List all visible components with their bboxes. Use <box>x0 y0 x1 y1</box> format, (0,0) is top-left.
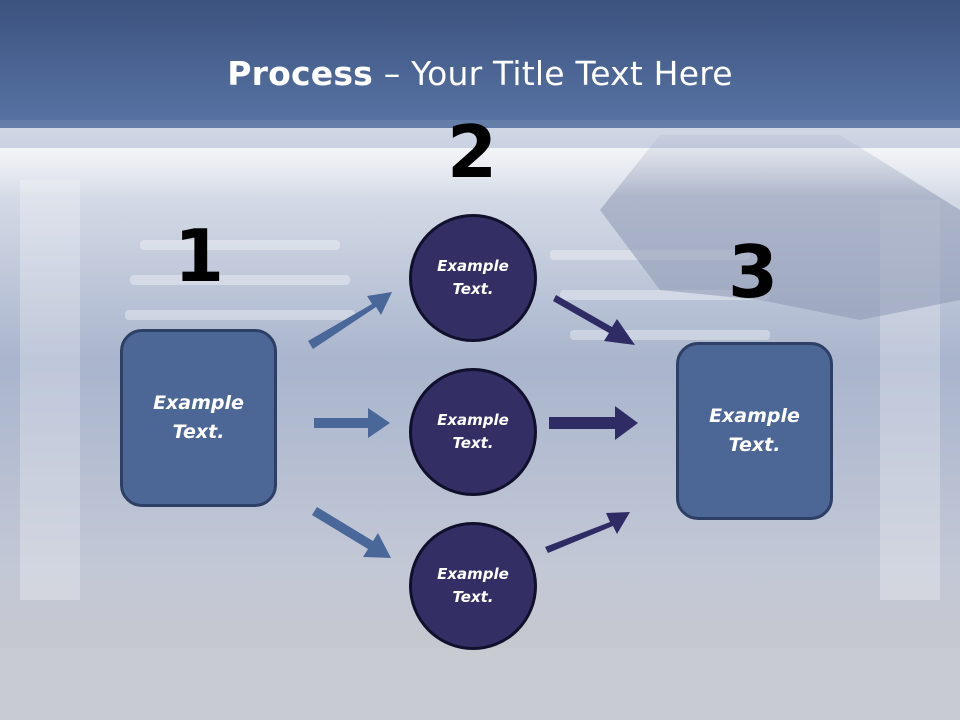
title-rest: – Your Title Text Here <box>373 54 733 93</box>
arrow-to-bottom-circle <box>312 507 391 558</box>
step-number-1: 1 <box>173 214 225 298</box>
arrow-to-middle-circle <box>314 408 390 438</box>
step-number-2: 2 <box>446 110 498 194</box>
step-3-box-line2: Text. <box>728 434 781 456</box>
circle-bottom-line2: Text. <box>452 588 494 606</box>
circle-top-line1: Example <box>437 257 509 275</box>
step-1-box: Example Text. <box>120 329 277 507</box>
step-number-3: 3 <box>727 230 779 314</box>
circle-middle-line2: Text. <box>452 434 494 452</box>
title-bold: Process <box>227 54 374 93</box>
step-3-box: Example Text. <box>676 342 833 520</box>
title-bar <box>0 0 960 148</box>
step-2-circle-bottom: Example Text. <box>409 522 537 650</box>
slide-title: Process – Your Title Text Here <box>0 52 960 96</box>
step-1-box-line2: Text. <box>172 421 225 443</box>
step-2-circle-middle: Example Text. <box>409 368 537 496</box>
arrow-from-middle-circle <box>549 406 638 440</box>
step-2-circle-top: Example Text. <box>409 214 537 342</box>
circle-top-line2: Text. <box>452 280 494 298</box>
circle-bottom-line1: Example <box>437 565 509 583</box>
step-1-box-line1: Example <box>153 392 244 414</box>
arrow-from-bottom-circle <box>545 512 630 553</box>
arrow-from-top-circle <box>553 295 635 345</box>
step-3-box-line1: Example <box>709 405 800 427</box>
arrow-to-top-circle <box>308 292 392 349</box>
circle-middle-line1: Example <box>437 411 509 429</box>
